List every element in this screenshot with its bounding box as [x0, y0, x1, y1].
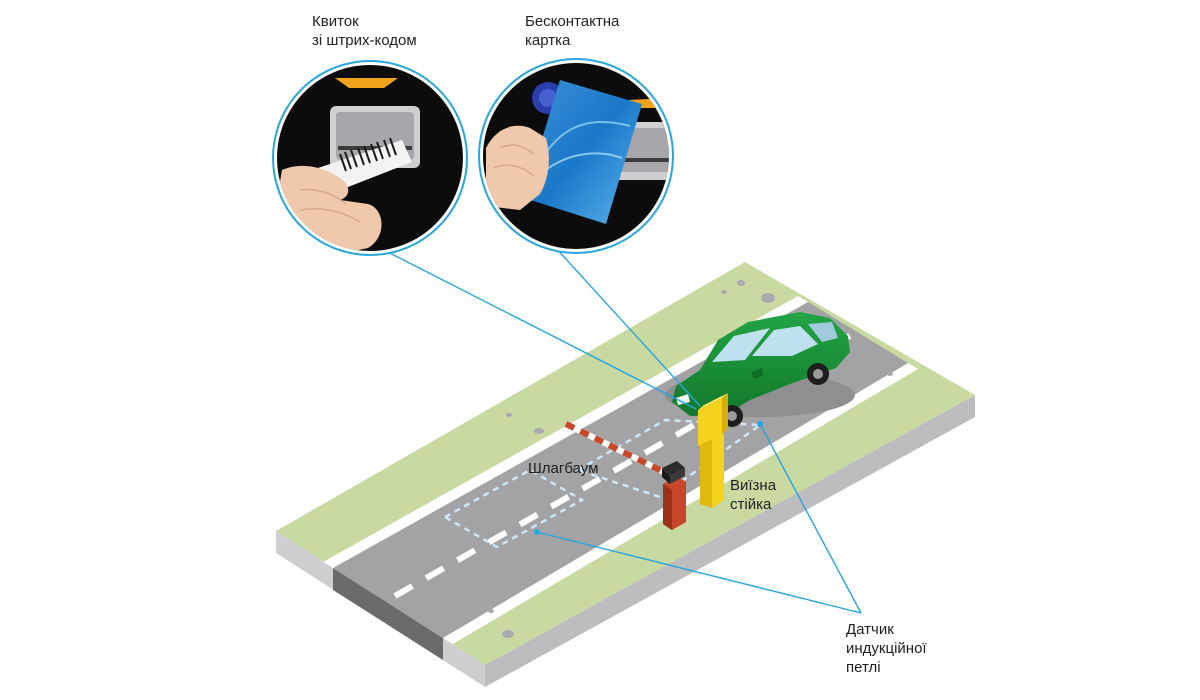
car-mirror — [752, 368, 763, 379]
road-side — [333, 568, 443, 660]
pebble — [737, 280, 745, 286]
pebble — [506, 413, 512, 417]
barrier-arm-stripes — [564, 421, 670, 477]
barcode — [339, 137, 397, 172]
barrier-housing-cap — [662, 468, 670, 484]
block-side-front — [485, 395, 975, 687]
pebble — [534, 428, 544, 434]
leader-card — [553, 245, 701, 407]
exit-stand — [698, 393, 728, 508]
reader-indicator — [335, 78, 398, 88]
barrier-housing-cap-side — [670, 468, 685, 484]
leader-ticket — [379, 247, 697, 410]
stand-head-side — [722, 393, 728, 434]
leader-dot — [534, 529, 540, 535]
label-ticket: Квиток зі штрих-кодом — [312, 13, 417, 49]
pebble — [488, 609, 494, 613]
car-wheel-rear-hub — [813, 369, 823, 379]
barrier-gate — [564, 421, 686, 530]
stand-head-top — [698, 393, 728, 410]
label-barrier: Шлагбаум — [528, 460, 599, 477]
pebble — [502, 630, 514, 638]
card-reader-closeup — [478, 58, 674, 254]
contactless-card — [524, 80, 642, 224]
car-side-window — [752, 326, 818, 356]
barrier-housing-top — [662, 461, 685, 476]
car-rear-window — [808, 322, 838, 342]
induction-loop-front — [442, 468, 585, 549]
car-windshield — [712, 328, 770, 362]
leader-loop-rear — [759, 423, 862, 614]
leader-lines — [379, 245, 862, 614]
pebble — [721, 290, 727, 294]
car-wheel-front-hub — [727, 411, 737, 421]
label-card: Бесконтактна картка — [525, 13, 620, 49]
label-loop-sensor: Датчик индукційної петлі — [846, 621, 927, 676]
leader-dot — [757, 421, 763, 427]
ticket-reader-closeup — [272, 60, 468, 256]
stand-head-front — [698, 398, 722, 446]
label-exit-stand: Виїзна стійка — [730, 477, 777, 513]
road-edge-left — [323, 296, 808, 568]
induction-loop-rear — [574, 418, 764, 499]
pebble — [887, 372, 893, 376]
car-headlight — [676, 394, 690, 405]
barrier-housing-side — [663, 484, 672, 530]
pebble — [761, 293, 775, 303]
leader-loop-front — [536, 531, 862, 614]
